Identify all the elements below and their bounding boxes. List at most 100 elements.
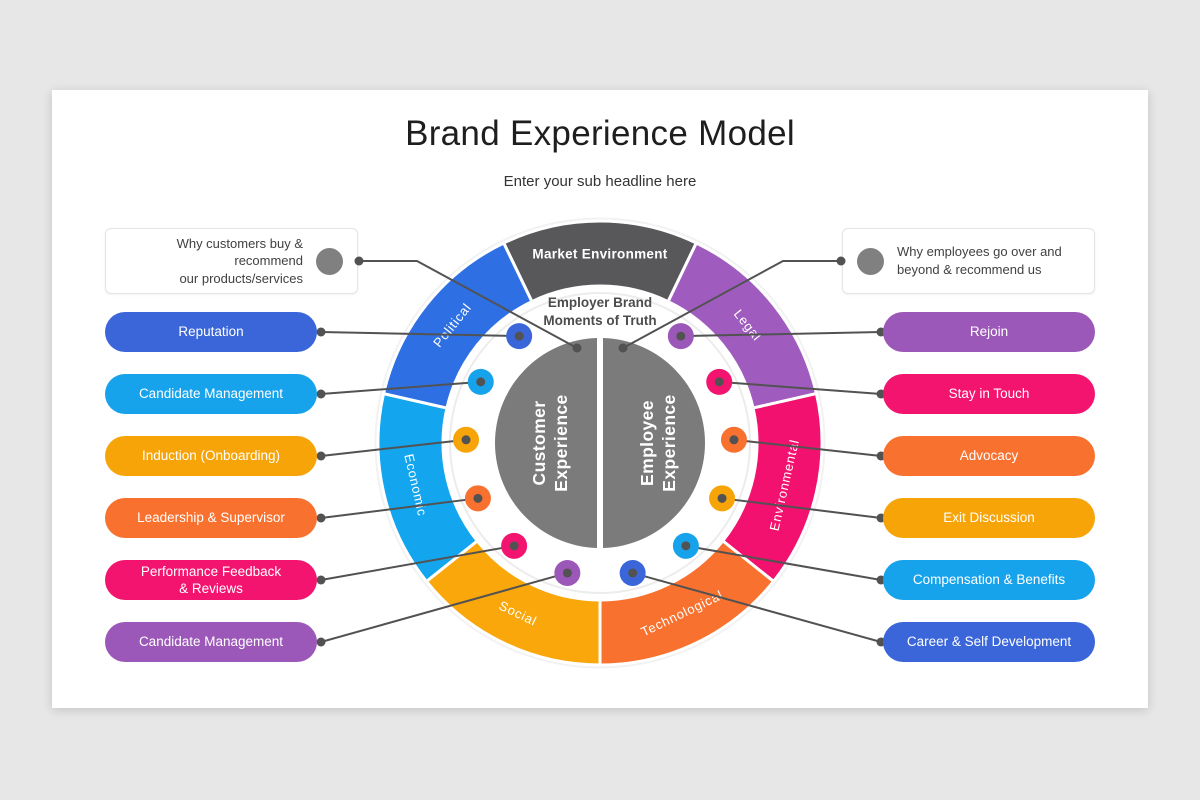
pill-right-2: Advocacy bbox=[883, 436, 1095, 476]
touchpoint-dot bbox=[554, 559, 581, 586]
connector-node-dot bbox=[681, 541, 691, 551]
touchpoint-dot bbox=[709, 485, 736, 512]
segment-social bbox=[424, 538, 602, 667]
pill-label: Stay in Touch bbox=[948, 386, 1030, 402]
pill-label: Compensation & Benefits bbox=[912, 572, 1066, 588]
connector-node-dot bbox=[316, 451, 326, 461]
pill-label: Candidate Management bbox=[138, 634, 284, 650]
segment-label: Political bbox=[430, 300, 474, 350]
pill-left-0: Reputation bbox=[105, 312, 317, 352]
segment-economic bbox=[376, 391, 480, 584]
touchpoint-dot bbox=[672, 532, 699, 559]
touchpoint-dot bbox=[720, 426, 747, 453]
pill-left-3: Leadership & Supervisor bbox=[105, 498, 317, 538]
touchpoint-dot bbox=[467, 368, 494, 395]
pill-left-2: Induction (Onboarding) bbox=[105, 436, 317, 476]
center-note-line2: Moments of Truth bbox=[543, 313, 656, 328]
segment-legal bbox=[666, 240, 819, 410]
segment-political bbox=[381, 240, 534, 410]
pill-left-5: Candidate Management bbox=[105, 622, 317, 662]
touchpoint-dot bbox=[667, 323, 694, 350]
segment-label: Technological bbox=[639, 587, 726, 639]
pill-connector-line bbox=[721, 497, 882, 519]
pill-connector-line bbox=[733, 438, 882, 457]
connector-node-dot bbox=[316, 327, 326, 337]
pill-label: Career & Self Development bbox=[906, 634, 1072, 650]
connector-node-dot bbox=[562, 568, 572, 578]
pill-label: Induction (Onboarding) bbox=[141, 448, 281, 464]
segment-technological bbox=[598, 538, 776, 667]
pill-connector-line bbox=[680, 331, 882, 338]
connector-node-dot bbox=[514, 331, 524, 341]
pill-right-3: Exit Discussion bbox=[883, 498, 1095, 538]
pill-connector-line bbox=[320, 544, 515, 581]
center-note-line1: Employer Brand bbox=[548, 295, 652, 310]
callout-bullet-circle bbox=[316, 247, 343, 275]
pill-connector-line bbox=[320, 380, 481, 395]
connector-node-dot bbox=[572, 343, 582, 353]
pill-connector-line bbox=[632, 571, 882, 643]
pill-right-0: Rejoin bbox=[883, 312, 1095, 352]
pill-connector-line bbox=[320, 438, 467, 457]
segment-environmental bbox=[720, 391, 824, 584]
segment-label: Economic bbox=[401, 452, 430, 517]
pill-connector-line bbox=[320, 331, 520, 338]
pill-left-1: Candidate Management bbox=[105, 374, 317, 414]
page-subtitle: Enter your sub headline here bbox=[503, 173, 697, 190]
pill-label: Reputation bbox=[178, 324, 244, 340]
pill-connector-line bbox=[320, 497, 479, 519]
callout-customers: Why customers buy & recommend our produc… bbox=[105, 228, 358, 294]
connector-node-dot bbox=[316, 513, 326, 523]
segment-label: Legal bbox=[731, 306, 765, 343]
callout-connector-right bbox=[622, 260, 841, 349]
customer-experience-half bbox=[495, 338, 597, 548]
pill-right-4: Compensation & Benefits bbox=[883, 560, 1095, 600]
callout-bullet-circle bbox=[857, 247, 884, 275]
slide-canvas: Brand Experience Model Enter your sub he… bbox=[52, 90, 1148, 708]
connector-node-dot bbox=[714, 377, 724, 387]
callout-employees-text: Why employees go over and beyond & recom… bbox=[897, 244, 1062, 277]
connector-node-dot bbox=[628, 568, 638, 578]
connector-node-dot bbox=[476, 377, 486, 387]
callout-connector-left bbox=[359, 260, 578, 349]
segment-label: Market Environment bbox=[532, 247, 667, 262]
pill-label: Rejoin bbox=[969, 324, 1009, 340]
touchpoint-dot bbox=[706, 368, 733, 395]
segment-label: Environmental bbox=[767, 438, 802, 532]
segment-market-environment bbox=[501, 219, 699, 304]
wheel-shadow bbox=[374, 217, 826, 669]
pill-label: Candidate Management bbox=[138, 386, 284, 402]
touchpoint-dot bbox=[506, 323, 533, 350]
pill-connector-line bbox=[719, 380, 882, 395]
pill-left-4: Performance Feedback & Reviews bbox=[105, 560, 317, 600]
connector-node-dot bbox=[618, 343, 628, 353]
pill-label: Performance Feedback & Reviews bbox=[140, 563, 282, 596]
pill-right-1: Stay in Touch bbox=[883, 374, 1095, 414]
connector-node-dot bbox=[509, 541, 519, 551]
page-title: Brand Experience Model bbox=[405, 114, 795, 153]
inner-plate-circle bbox=[449, 292, 751, 594]
pill-connector-line bbox=[320, 571, 568, 643]
connector-node-dot bbox=[316, 389, 326, 399]
connector-node-dot bbox=[461, 435, 471, 445]
segment-label: Social bbox=[497, 598, 540, 629]
employee-experience-half bbox=[603, 338, 705, 548]
connector-node-dot bbox=[316, 575, 326, 585]
connector-node-dot bbox=[473, 493, 483, 503]
touchpoint-dot bbox=[464, 485, 491, 512]
pill-label: Exit Discussion bbox=[943, 510, 1035, 526]
pill-label: Advocacy bbox=[959, 448, 1019, 464]
pill-right-5: Career & Self Development bbox=[883, 622, 1095, 662]
touchpoint-dot bbox=[453, 426, 480, 453]
pill-label: Leadership & Supervisor bbox=[137, 510, 285, 526]
touchpoint-dot bbox=[619, 559, 646, 586]
connector-node-dot bbox=[316, 637, 326, 647]
connector-node-dot bbox=[729, 435, 739, 445]
connector-node-dot bbox=[676, 331, 686, 341]
touchpoint-dot bbox=[501, 532, 528, 559]
callout-employees: Why employees go over and beyond & recom… bbox=[842, 228, 1095, 294]
connector-node-dot bbox=[717, 493, 727, 503]
